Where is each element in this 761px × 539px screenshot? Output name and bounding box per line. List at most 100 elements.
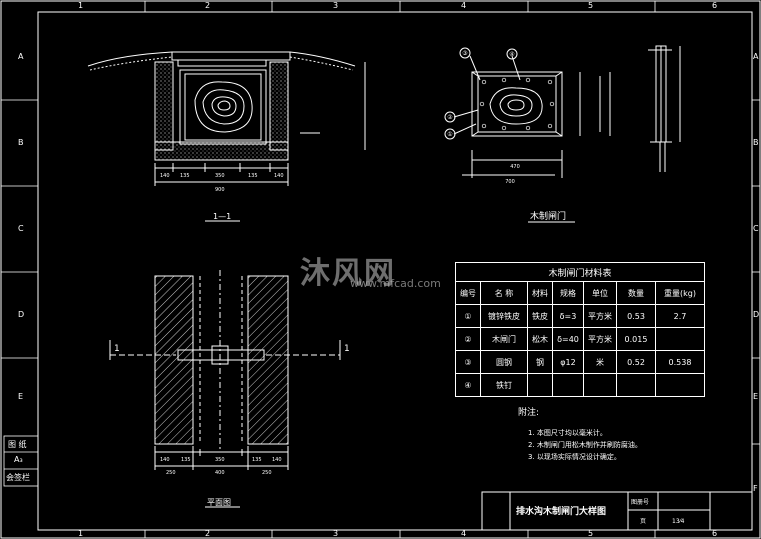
frame-bottom-6: 6 — [712, 529, 718, 538]
cell: 木闸门 — [480, 327, 528, 351]
cell: 平方米 — [583, 327, 617, 351]
table-row: ② 木闸门 松木 δ=40 平方米 0.015 — [455, 327, 705, 351]
gate-marker-1: ① — [447, 131, 452, 138]
col-header-material: 材料 — [527, 281, 553, 305]
gate-dim-470: 470 — [510, 164, 520, 170]
table-row: ③ 圆钢 钢 φ12 米 0.52 0.538 — [455, 350, 705, 374]
cell: ④ — [455, 373, 481, 397]
cell: 0.52 — [616, 350, 656, 374]
cell: φ12 — [552, 350, 584, 374]
material-table: 木制闸门材料表 编号 名 称 材料 规格 单位 数量 重量(kg) ① 镀锌铁皮… — [455, 262, 705, 397]
frame-top-3: 3 — [333, 1, 339, 10]
stamp-line-1: 图 纸 — [8, 440, 27, 449]
frame-left-D: D — [18, 310, 25, 319]
plan-section-mark-right: 1 — [344, 344, 350, 354]
title-block-name: 排水沟木制闸门大样图 — [516, 505, 606, 517]
frame-left-C: C — [18, 224, 24, 233]
cell: 松木 — [527, 327, 553, 351]
title-block-label-no: 图册号 — [631, 499, 649, 506]
material-table-header: 编号 名 称 材料 规格 单位 数量 重量(kg) — [455, 281, 705, 305]
frame-top-1: 1 — [78, 1, 84, 10]
section-view-title: 1—1 — [213, 212, 231, 221]
cell: 铁钉 — [480, 373, 528, 397]
frame-bottom-2: 2 — [205, 529, 211, 538]
cell — [655, 373, 705, 397]
plan-dim-1: 140 — [160, 457, 170, 463]
frame-bottom-1: 1 — [78, 529, 84, 538]
stamp-line-2: A₃ — [14, 455, 23, 464]
plan-total-2: 400 — [215, 470, 225, 476]
plan-dim-3: 350 — [215, 457, 225, 463]
svg-text:350: 350 — [215, 173, 225, 179]
col-header-name: 名 称 — [480, 281, 528, 305]
col-header-unit: 单位 — [583, 281, 617, 305]
note-line-1: 1. 本图尺寸均以毫米计。 — [528, 429, 607, 437]
col-header-weight: 重量(kg) — [655, 281, 705, 305]
plan-total-3: 250 — [262, 470, 272, 476]
plan-dim-2: 135 — [181, 457, 191, 463]
plan-view-labels: 140 135 350 135 140 250 400 250 — [160, 457, 282, 476]
plan-view-title: 平面图 — [207, 498, 231, 507]
cell: ③ — [455, 350, 481, 374]
plan-dim-4: 135 — [252, 457, 262, 463]
svg-text:135: 135 — [180, 173, 190, 179]
left-stamp-box — [3, 435, 39, 487]
cell — [583, 373, 617, 397]
cell — [552, 373, 584, 397]
plan-view — [109, 270, 341, 508]
frame-top-5: 5 — [588, 1, 594, 10]
cell: 0.53 — [616, 304, 656, 328]
watermark-url: www.mfcad.com — [350, 277, 441, 290]
gate-view — [444, 45, 681, 223]
gate-marker-2: ② — [447, 114, 453, 121]
frame-right-E: E — [753, 392, 759, 401]
note-line-2: 2. 木制闸门用松木制作并刷防腐油。 — [528, 441, 642, 449]
svg-text:135: 135 — [248, 173, 258, 179]
plan-section-mark-left: 1 — [114, 344, 120, 354]
col-header-spec: 规格 — [552, 281, 584, 305]
table-row: ④ 铁钉 — [455, 373, 705, 397]
frame-right-C: C — [753, 224, 759, 233]
cell: 镀锌铁皮 — [480, 304, 528, 328]
frame-right-F: F — [753, 484, 758, 493]
cell — [527, 373, 553, 397]
title-block — [481, 491, 753, 531]
frame-left-E: E — [18, 392, 24, 401]
watermark-text: 沐风网 — [300, 256, 396, 291]
cell: δ=3 — [552, 304, 584, 328]
cell — [655, 327, 705, 351]
cell: δ=40 — [552, 327, 584, 351]
col-header-qty: 数量 — [616, 281, 656, 305]
title-block-label-page: 页 — [640, 518, 646, 525]
cell: ① — [455, 304, 481, 328]
notes-heading: 附注: — [518, 408, 540, 418]
plan-dim-5: 140 — [272, 457, 282, 463]
gate-view-title: 木制闸门 — [530, 210, 566, 222]
svg-text:900: 900 — [215, 187, 225, 193]
gate-view-callouts: ③ ④ ② ① 470 700 — [447, 50, 519, 185]
frame-right-B: B — [753, 138, 759, 147]
gate-marker-4: ④ — [509, 51, 514, 58]
cell: 钢 — [527, 350, 553, 374]
gate-dim-700: 700 — [505, 179, 515, 185]
cell: 铁皮 — [527, 304, 553, 328]
table-row: ① 镀锌铁皮 铁皮 δ=3 平方米 0.53 2.7 — [455, 304, 705, 328]
section-view — [87, 51, 366, 222]
cell: 0.015 — [616, 327, 656, 351]
frame-right-A: A — [753, 52, 759, 61]
cell: 米 — [583, 350, 617, 374]
watermark-logo: 沐风网 — [300, 248, 396, 292]
gate-marker-3: ③ — [462, 50, 467, 57]
inner-border — [37, 11, 753, 531]
col-header-no: 编号 — [455, 281, 481, 305]
frame-left-B: B — [18, 138, 24, 147]
cell — [616, 373, 656, 397]
frame-bottom-3: 3 — [333, 529, 339, 538]
svg-text:140: 140 — [274, 173, 284, 179]
frame-left-A: A — [18, 52, 24, 61]
frame-top-2: 2 — [205, 1, 211, 10]
note-line-3: 3. 以现场实际情况设计确定。 — [528, 453, 621, 461]
